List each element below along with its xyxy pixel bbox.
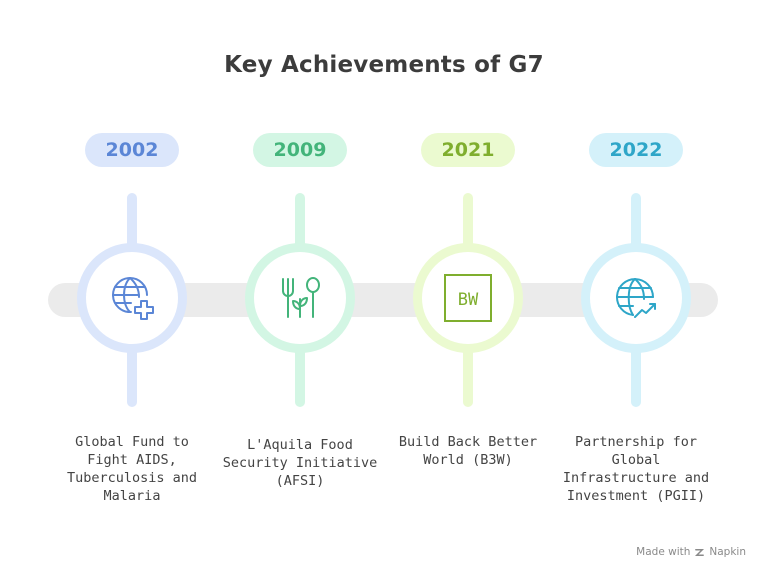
icon-ring [77,243,187,353]
bw-letters-icon: BW [444,274,492,322]
year-badge: 2002 [85,133,179,167]
connector-bottom [295,345,305,407]
year-badge: 2022 [589,133,683,167]
milestone-2021: 2021 BW Build Back Better World (B3W) [388,0,548,576]
year-badge: 2009 [253,133,347,167]
connector-bottom [631,345,641,407]
globe-growth-icon [616,278,656,318]
icon-ring [581,243,691,353]
svg-text:BW: BW [458,290,479,310]
napkin-logo-icon [695,548,705,556]
connector-top [295,193,305,255]
diagram-title: Key Achievements of G7 [224,52,544,78]
icon-ring: BW [413,243,523,353]
connector-bottom [127,345,137,407]
icon-ring [245,243,355,353]
connector-top [463,193,473,255]
napkin-footer[interactable]: Made with Napkin [636,546,746,558]
connector-top [631,193,641,255]
milestone-label: Global Fund to Fight AIDS, Tuberculosis … [66,434,198,504]
milestone-2009: 2009 L'Aquila Food Security Initiative (… [220,0,380,576]
milestone-2022: 2022 Partnership for Global Infrastructu… [556,0,716,576]
food-utensils-icon [282,277,320,318]
milestone-2002: 2002 Global Fund to Fight AIDS, Tubercul… [52,0,212,576]
milestone-label: Build Back Better World (B3W) [398,434,538,468]
globe-plus-icon [112,277,154,320]
connector-bottom [463,345,473,407]
made-with-text: Made with [636,546,691,558]
milestone-label: Partnership for Global Infrastructure an… [562,434,710,504]
milestone-label: L'Aquila Food Security Initiative (AFSI) [222,437,378,489]
year-badge: 2021 [421,133,515,167]
napkin-brand: Napkin [709,546,746,558]
connector-top [127,193,137,255]
